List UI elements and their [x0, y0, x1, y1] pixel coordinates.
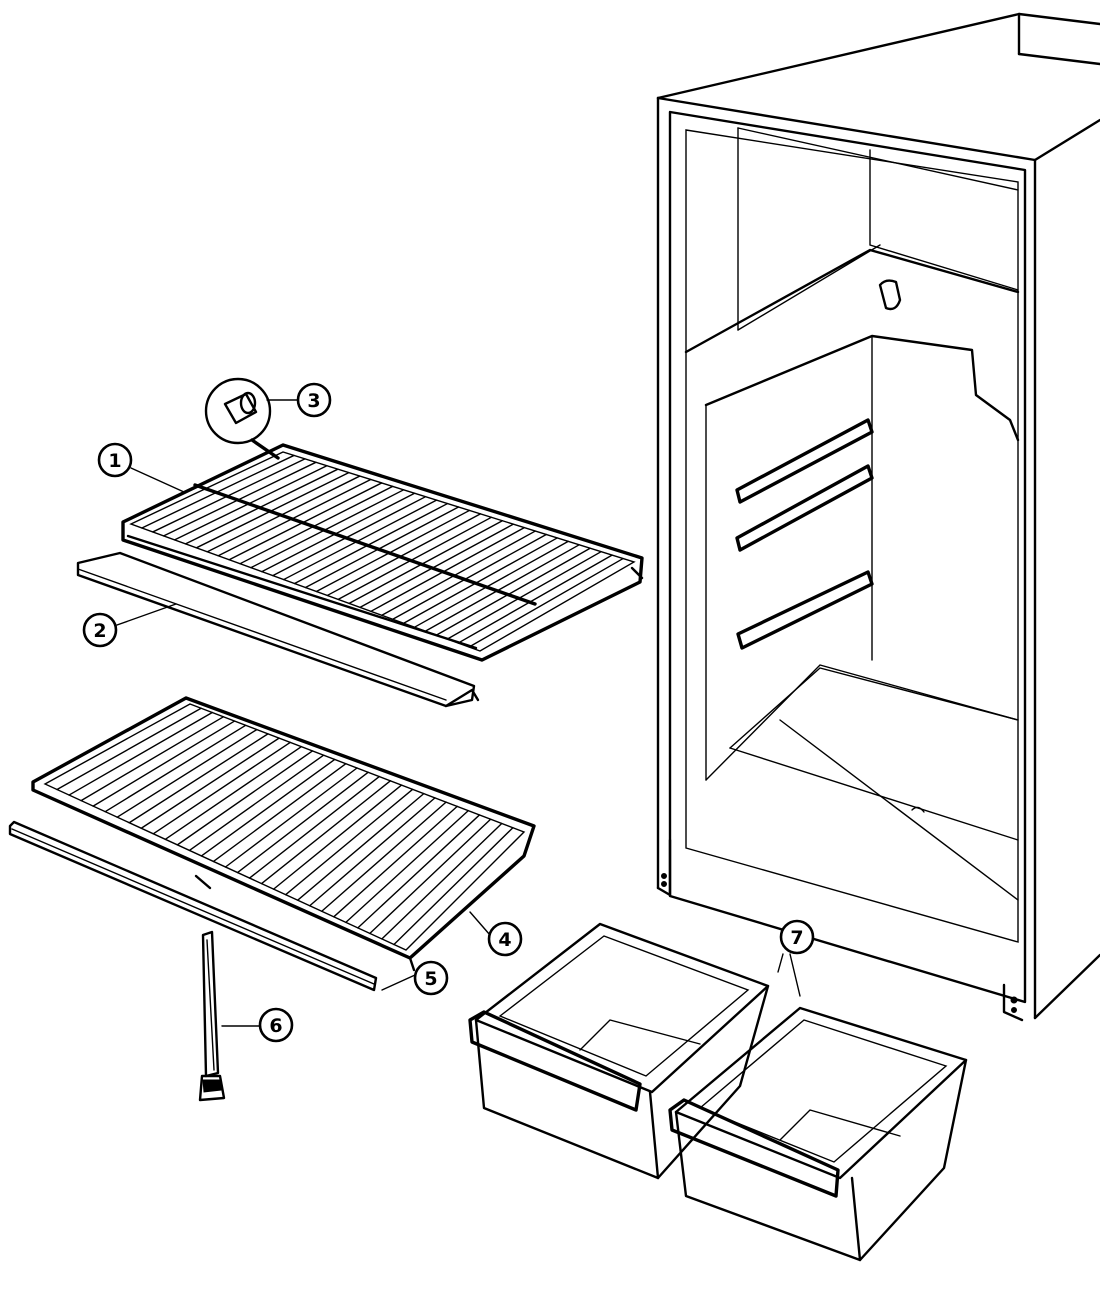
shelf-rib [315, 509, 471, 593]
shelf-rib [333, 805, 458, 918]
shelf-rib [56, 707, 202, 791]
front-trim-strip [8, 820, 378, 992]
shelf-rib [468, 557, 624, 648]
shelf-rib [393, 827, 514, 946]
shelf-rib [392, 533, 547, 620]
shelf-rib [284, 788, 414, 896]
callout-6: 6 [258, 1007, 294, 1043]
shelf-rib [206, 475, 361, 553]
shelf-rib [236, 771, 369, 874]
shelf-rib [250, 489, 405, 569]
shelf-rib [188, 754, 325, 852]
callout-7-label: 7 [790, 927, 803, 949]
shelf-rib [224, 767, 358, 868]
callout-4-label: 4 [498, 929, 511, 951]
shelf-rib [297, 792, 425, 901]
shelf-rib [359, 523, 515, 609]
shelf-rib [152, 741, 291, 835]
shelf-rib [68, 711, 213, 796]
shelf-rib [217, 478, 372, 557]
shelf-rib [413, 540, 569, 628]
shelf-rib [424, 544, 580, 632]
shelf-rib [164, 745, 303, 841]
callout-1-label: 1 [108, 450, 121, 472]
shelf-rib [239, 485, 394, 565]
shelf-rib [402, 537, 558, 624]
shelf-rib [345, 809, 470, 924]
shelf-rib [195, 471, 350, 549]
crisper-shelf [31, 696, 536, 972]
shelf-rib [348, 520, 504, 605]
shelf-rib [116, 728, 258, 818]
callout-5-label: 5 [424, 968, 437, 990]
shelf-rib [184, 468, 339, 545]
shelf-rib [272, 495, 427, 577]
shelf-rib [357, 814, 481, 929]
shelf-rib [261, 492, 416, 573]
crisper-support-rod [198, 930, 226, 1102]
callout-4: 4 [487, 921, 523, 957]
callout-1: 1 [97, 442, 133, 478]
shelf-rib [104, 724, 247, 813]
leader-lines [116, 399, 801, 1027]
shelf-rib [248, 775, 380, 879]
wire-shelf [121, 443, 644, 662]
crisper-pan-left [468, 922, 770, 1180]
shelf-rib [309, 797, 436, 907]
shelf-rib [128, 733, 269, 824]
bushing-detail [204, 377, 280, 460]
wire-shelf-ribs [141, 454, 624, 648]
shelf-rib [212, 763, 347, 863]
shelf-rib [369, 818, 492, 935]
shelf-rib [293, 502, 449, 585]
shelf-rib [304, 506, 460, 589]
callout-6-label: 6 [269, 1015, 282, 1037]
shelf-rib [140, 737, 280, 829]
shelf-rib [381, 530, 536, 616]
shelf-rib [381, 822, 503, 940]
shelf-rib [457, 554, 613, 644]
shelf-rib [282, 499, 438, 581]
shelf-rib [446, 550, 602, 640]
shelf-rib [260, 780, 392, 885]
shelf-rib [337, 516, 493, 601]
crisper-shelf-ribs [56, 707, 514, 946]
callout-3: 3 [296, 382, 332, 418]
shelf-rib [80, 716, 225, 802]
shelf-rib [326, 513, 482, 597]
shelf-rib [176, 750, 314, 846]
shelf-rib [200, 758, 336, 857]
shelf-rib [92, 720, 236, 807]
callout-2-label: 2 [93, 620, 106, 642]
shelf-rib [435, 547, 591, 636]
callout-5: 5 [413, 960, 449, 996]
shelf-trim [76, 551, 480, 708]
shelf-rib [228, 482, 383, 561]
callout-7: 7 [779, 919, 815, 955]
callout-2: 2 [82, 612, 118, 648]
shelf-rib [370, 526, 526, 613]
callout-3-label: 3 [307, 390, 320, 412]
refrigerator-cabinet [656, 12, 1100, 1022]
crisper-pan-right [668, 1006, 968, 1262]
shelf-rib [272, 784, 403, 890]
shelf-rib [321, 801, 447, 912]
